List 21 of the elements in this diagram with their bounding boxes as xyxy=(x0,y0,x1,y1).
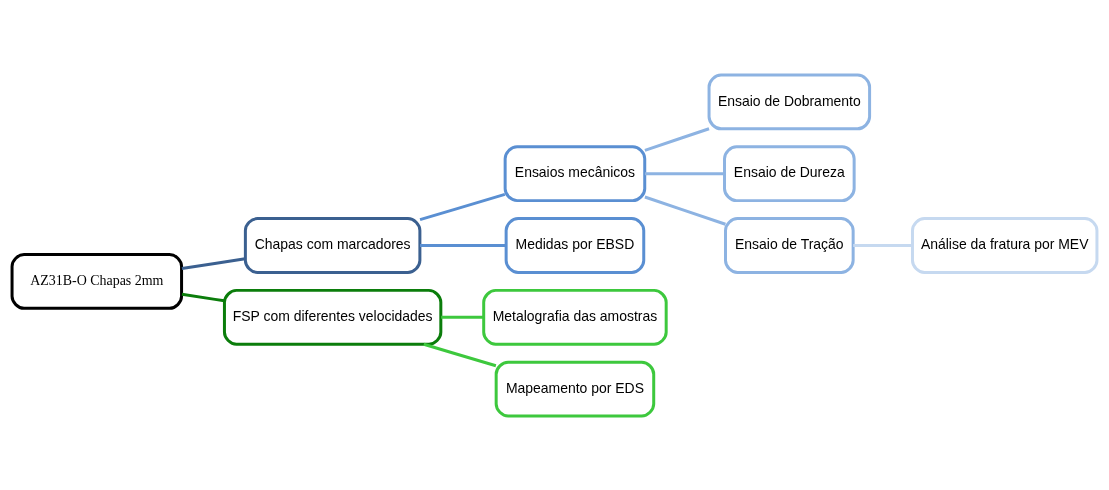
node-box: Medidas por EBSD xyxy=(504,216,646,274)
connector xyxy=(419,192,506,221)
node-box: Chapas com marcadores xyxy=(243,216,422,274)
node-box: Análise da fratura por MEV xyxy=(910,216,1099,274)
node-box: Metalografia das amostras xyxy=(482,288,668,346)
node-box: Ensaio de Dureza xyxy=(723,144,856,202)
connector xyxy=(181,256,246,270)
connector xyxy=(441,315,484,319)
node-box: Ensaio de Tração xyxy=(724,216,855,274)
connector xyxy=(853,243,913,247)
connector xyxy=(644,126,710,152)
node-box: Ensaio de Dobramento xyxy=(707,73,872,130)
node-box: Ensaios mecânicos xyxy=(503,144,647,202)
connector xyxy=(181,292,225,302)
connector xyxy=(644,171,725,175)
node-box: AZ31B-O Chapas 2mm xyxy=(10,252,184,310)
connector xyxy=(644,195,726,226)
connector xyxy=(420,243,506,247)
node-box: FSP com diferentes velocidades xyxy=(222,288,443,346)
node-box: Mapeamento por EDS xyxy=(494,360,656,417)
connector xyxy=(423,342,497,367)
